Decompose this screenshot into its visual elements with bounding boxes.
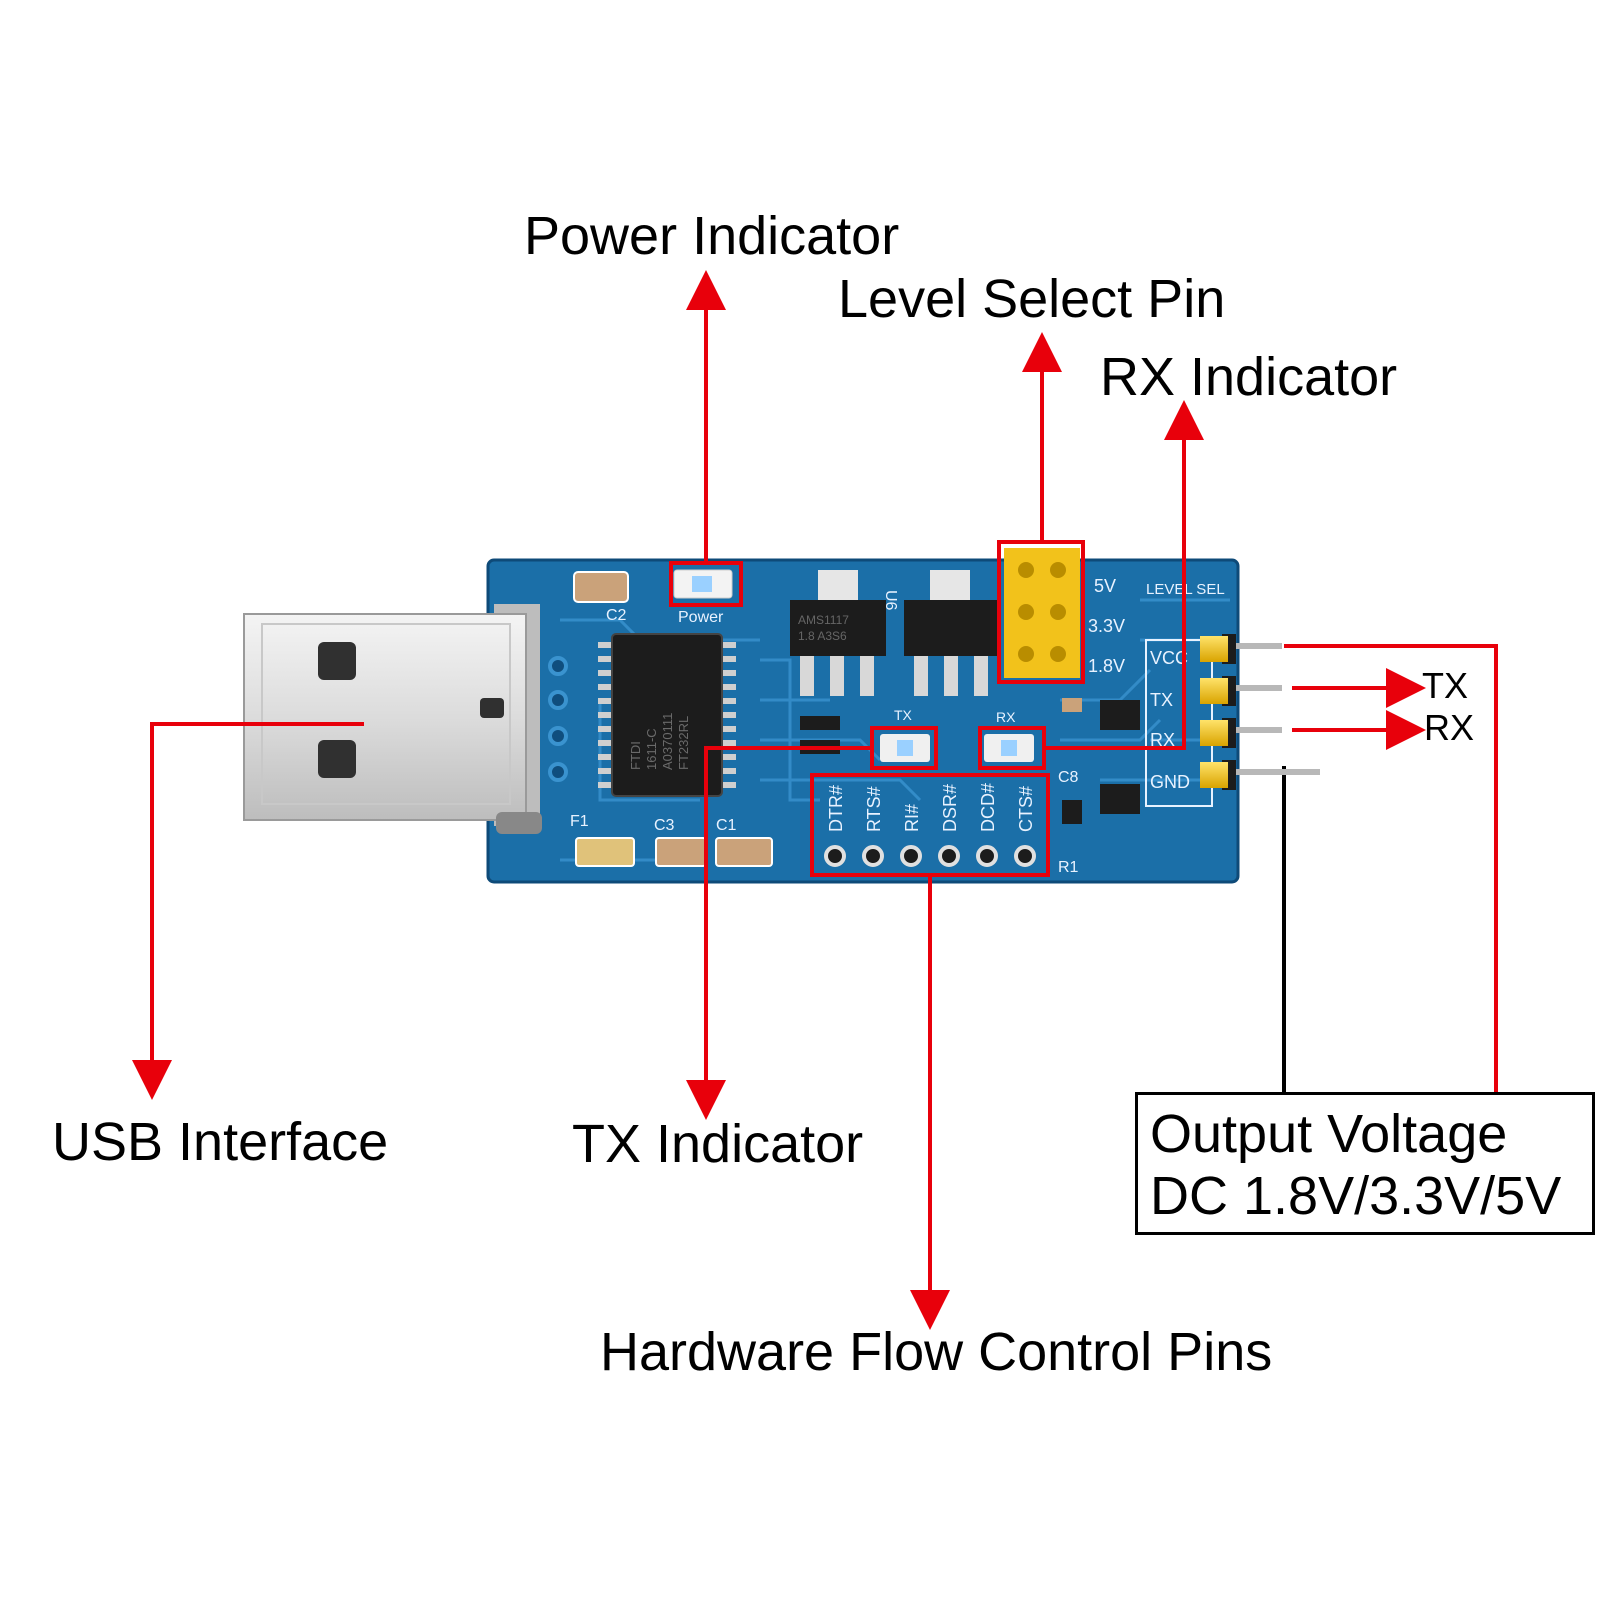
silk-dsr: DSR# bbox=[940, 784, 960, 832]
silk-vcc: VCC bbox=[1150, 648, 1188, 668]
fuse-f1 bbox=[575, 837, 635, 867]
label-tx-indicator: TX Indicator bbox=[572, 1114, 864, 1174]
silk-tx: TX bbox=[1150, 690, 1173, 710]
pcb-vias bbox=[548, 656, 568, 782]
silk-gnd: GND bbox=[1150, 772, 1190, 792]
silk-rx-led: RX bbox=[996, 709, 1016, 725]
label-hardware-flow-control-pins: Hardware Flow Control Pins bbox=[600, 1322, 1273, 1382]
usb-connector bbox=[243, 604, 542, 834]
silk-cts: CTS# bbox=[1016, 786, 1036, 832]
capacitor-c1 bbox=[715, 837, 773, 867]
silk-c3: C3 bbox=[654, 817, 675, 834]
silk-c1: C1 bbox=[716, 817, 737, 834]
label-output-voltage-range: DC 1.8V/3.3V/5V bbox=[1150, 1166, 1562, 1226]
chip-text-2: 1611-C bbox=[644, 728, 659, 770]
silk-c2: C2 bbox=[606, 607, 627, 624]
label-rx-pin: RX bbox=[1424, 707, 1475, 748]
silk-5v: 5V bbox=[1094, 576, 1116, 596]
silk-1v8: 1.8V bbox=[1088, 656, 1125, 676]
silk-u6: U6 bbox=[882, 590, 899, 611]
silk-power: Power bbox=[678, 609, 724, 626]
silk-rx: RX bbox=[1150, 730, 1175, 750]
label-usb-interface: USB Interface bbox=[52, 1112, 389, 1172]
silk-r1: R1 bbox=[1058, 859, 1079, 876]
label-output-voltage: Output Voltage bbox=[1150, 1104, 1508, 1164]
voltage-regulator-1: AMS1117 1.8 A3S6 bbox=[790, 570, 886, 696]
ftdi-chip: FTDI 1611-C A0370111 FT232RL bbox=[598, 633, 736, 797]
chip-text-3: A0370111 bbox=[660, 713, 675, 770]
capacitor-c3 bbox=[655, 837, 707, 867]
usb-adapter-board: FTDI 1611-C A0370111 FT232RL C2 Power AM… bbox=[486, 548, 1282, 884]
silk-dtr: DTR# bbox=[826, 785, 846, 832]
reg-text-1: AMS1117 bbox=[798, 613, 849, 627]
silk-f1: F1 bbox=[570, 813, 589, 830]
label-tx-pin: TX bbox=[1422, 665, 1469, 706]
capacitor-c2 bbox=[573, 571, 629, 603]
silk-rts: RTS# bbox=[864, 786, 884, 832]
silk-3v3: 3.3V bbox=[1088, 616, 1125, 636]
output-voltage-box: Output Voltage DC 1.8V/3.3V/5V bbox=[1135, 1092, 1595, 1235]
voltage-regulator-2 bbox=[904, 570, 1000, 696]
silk-c8: C8 bbox=[1058, 769, 1079, 786]
silk-ri: RI# bbox=[902, 804, 922, 832]
chip-text-1: FTDI bbox=[628, 741, 643, 770]
level-select-header bbox=[1004, 548, 1080, 678]
chip-text-4: FT232RL bbox=[676, 716, 691, 770]
label-rx-indicator: RX Indicator bbox=[1100, 347, 1398, 407]
label-level-select-pin: Level Select Pin bbox=[838, 269, 1226, 329]
silk-tx-led: TX bbox=[894, 707, 913, 723]
silk-dcd: DCD# bbox=[978, 783, 998, 832]
flow-control-header: DTR# RTS# RI# DSR# DCD# CTS# bbox=[824, 783, 1036, 867]
reg-text-2: 1.8 A3S6 bbox=[798, 629, 847, 643]
label-power-indicator: Power Indicator bbox=[524, 206, 900, 266]
leader-lines bbox=[132, 270, 1498, 1330]
